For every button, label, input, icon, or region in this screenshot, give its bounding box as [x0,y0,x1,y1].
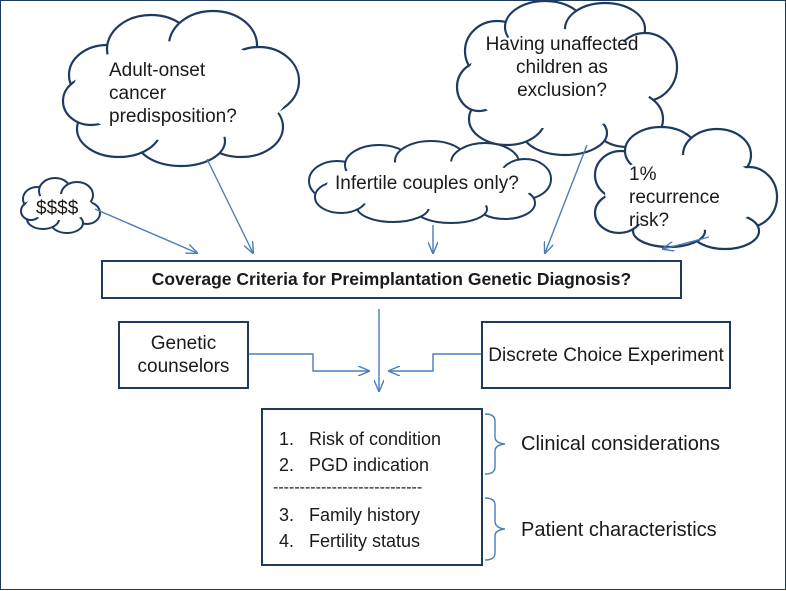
cloud-recurrence-line: risk? [629,210,670,231]
criteria-item-label: Risk of condition [309,429,442,449]
criteria-item-label: PGD indication [309,455,430,475]
criteria-item-number: 1. [279,429,295,449]
coverage-criteria-title: Coverage Criteria for Preimplantation Ge… [101,260,682,299]
criteria-separator: ---------------------------- [273,479,423,496]
criteria-item-label: Family history [309,505,421,525]
cloud-adult-onset-line: Adult-onset [109,60,206,81]
cloud-adult-onset-line: cancer [109,83,167,104]
patient-characteristics-label: Patient characteristics [521,519,717,541]
cloud-unaffected-line: children as [516,57,608,78]
cloud-recurrence-text: 1% recurrence risk? [629,163,720,232]
discrete-choice-box: Discrete Choice Experiment [481,321,731,389]
cloud-unaffected-line: Having unaffected [485,34,639,55]
arrow-adult-onset [206,158,253,253]
cloud-adult-onset-line: predisposition? [109,106,237,127]
brace-clinical-icon [484,413,506,475]
genetic-counselors-line: counselors [137,356,230,377]
cloud-unaffected-text: Having unaffected children as exclusion? [486,33,639,102]
criteria-item-3: 3. Family history [279,505,420,526]
criteria-item-number: 3. [279,505,295,525]
arrow-recurrence [663,236,710,249]
cloud-infertile-text: Infertile couples only? [335,173,519,194]
cloud-recurrence-line: recurrence [629,187,720,208]
cloud-money-text: $$$$ [36,198,79,219]
criteria-box: 1. Risk of condition 2. PGD indication ---… [261,408,483,566]
cloud-recurrence-line: 1% [629,164,657,185]
criteria-item-label: Fertility status [309,531,421,551]
brace-patient-icon [484,497,506,561]
genetic-counselors-line: Genetic [150,333,217,354]
criteria-item-number: 2. [279,455,295,475]
clinical-considerations-label: Clinical considerations [521,433,720,455]
criteria-item-number: 4. [279,531,295,551]
criteria-item-4: 4. Fertility status [279,531,420,552]
arrow-money [94,208,197,253]
arrow-discrete-choice [389,353,481,371]
arrow-unaffected [545,144,588,253]
cloud-adult-onset-text: Adult-onset cancer predisposition? [109,59,237,128]
genetic-counselors-box: Genetic counselors [118,321,249,389]
criteria-item-1: 1. Risk of condition [279,429,441,450]
criteria-item-2: 2. PGD indication [279,455,429,476]
arrow-genetic-counselors [249,353,369,371]
cloud-unaffected-line: exclusion? [517,80,607,101]
